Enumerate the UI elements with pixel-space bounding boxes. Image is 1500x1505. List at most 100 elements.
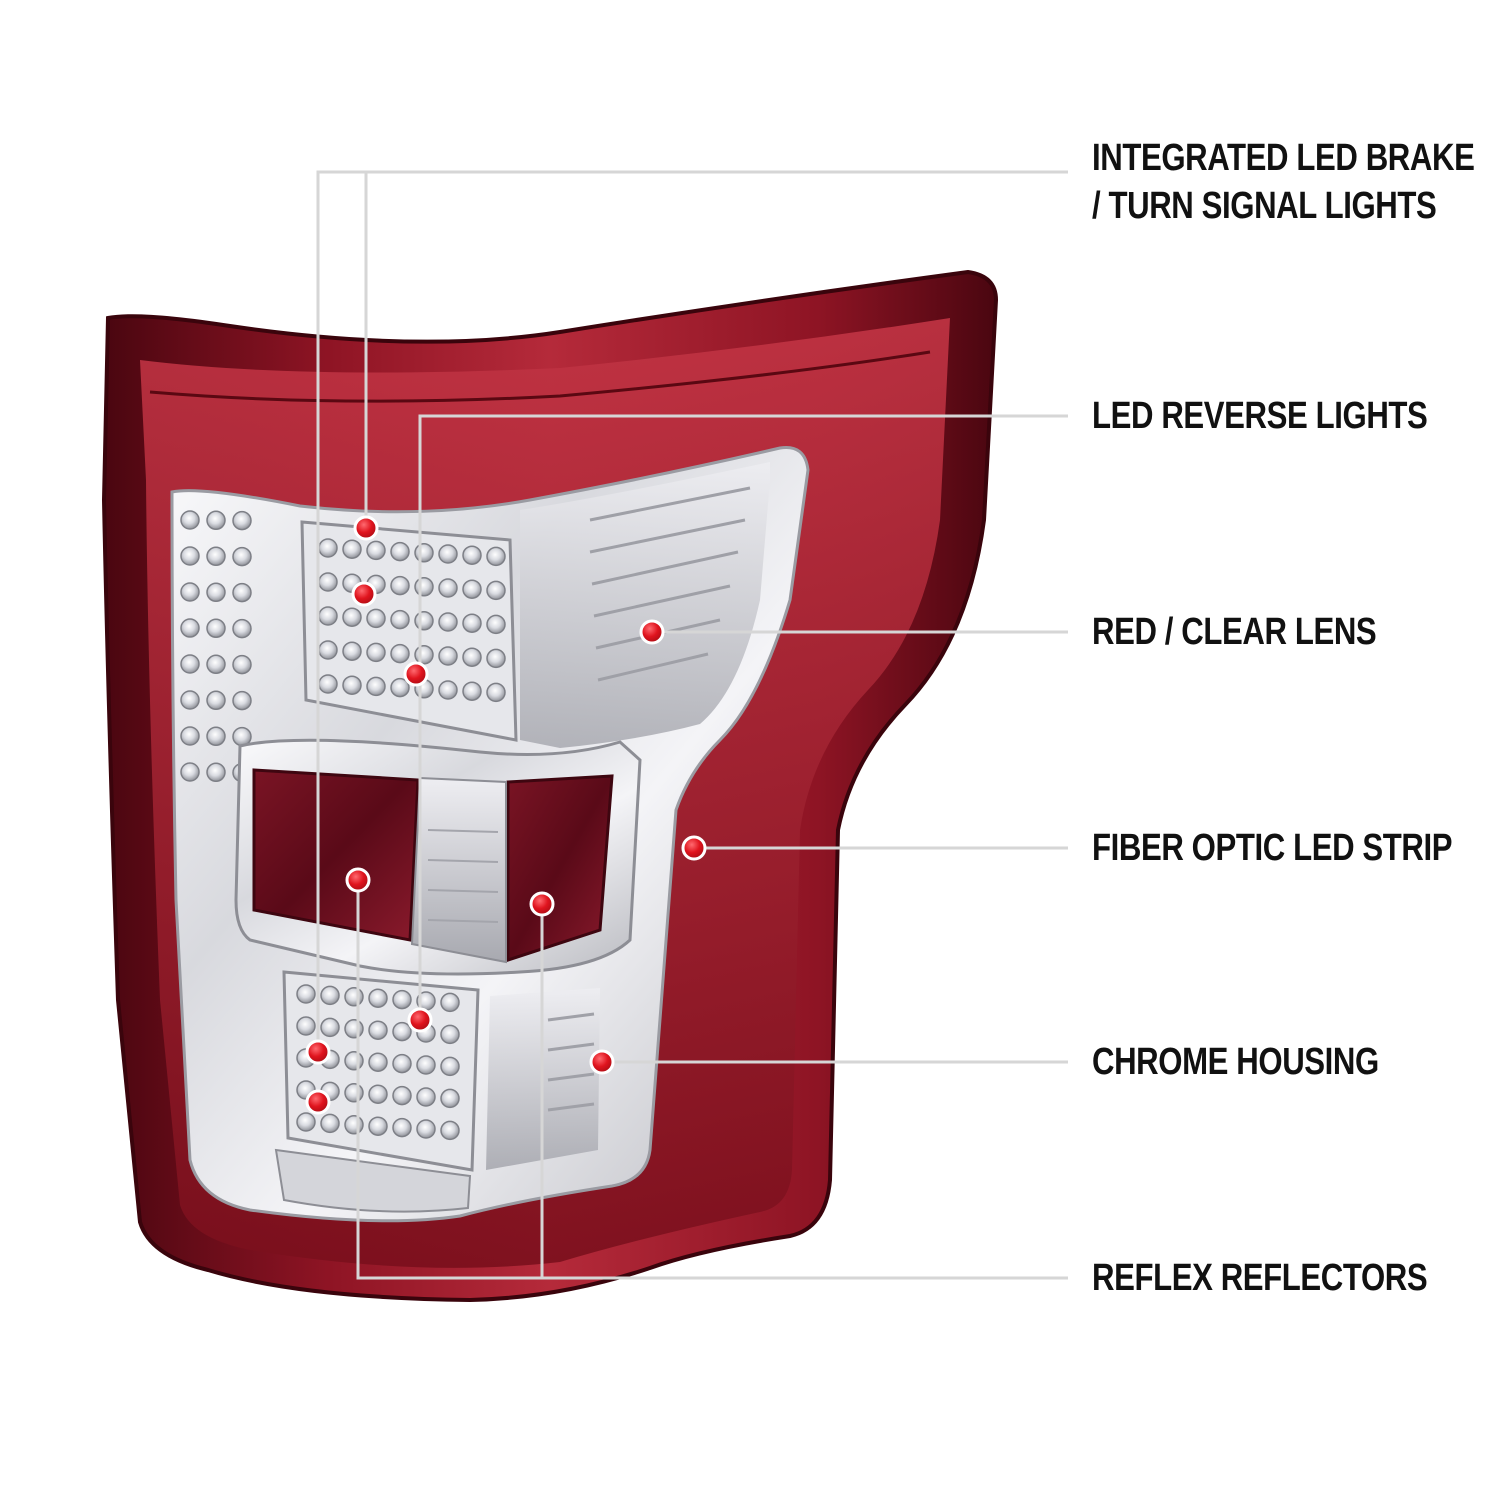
led-bulb <box>318 606 338 626</box>
led-bulb <box>368 988 388 1008</box>
led-bulb <box>180 618 200 638</box>
upper-led-array <box>318 538 506 703</box>
led-bulb <box>206 762 226 783</box>
led-bulb <box>390 609 410 630</box>
leader-reflex <box>356 880 1068 1280</box>
dot-reverse <box>407 1007 433 1033</box>
led-bulb <box>180 582 200 602</box>
led-bulb <box>368 1116 388 1136</box>
led-bulb <box>320 1017 340 1038</box>
led-bulb <box>486 648 506 669</box>
led-bulb <box>206 510 226 531</box>
led-bulb <box>206 690 226 711</box>
led-bulb <box>438 544 458 564</box>
led-bulb <box>462 647 482 667</box>
led-bulb <box>440 992 460 1013</box>
led-bulb <box>318 640 338 660</box>
callout-housing-line: CHROME HOUSING <box>1092 1041 1379 1083</box>
led-bulb <box>232 510 252 531</box>
dot-housing <box>589 1049 615 1075</box>
dot-fiber <box>681 835 707 861</box>
leader-lines <box>316 170 1068 1280</box>
callout-housing: CHROME HOUSING <box>1092 1038 1379 1086</box>
led-bulb <box>318 538 338 558</box>
dot-brake-2 <box>351 581 377 607</box>
led-bulb <box>180 690 200 710</box>
lower-fins <box>547 1012 595 1112</box>
led-bulb <box>414 645 434 665</box>
led-bulb <box>416 1087 436 1107</box>
led-bulb <box>206 726 226 747</box>
led-bulb <box>318 674 338 694</box>
dot-reflex-right <box>529 891 555 917</box>
led-bulb <box>440 1024 460 1045</box>
led-bulb <box>390 541 410 562</box>
led-bulb <box>318 572 338 592</box>
callout-reverse: LED REVERSE LIGHTS <box>1092 392 1428 440</box>
led-bulb <box>206 582 226 603</box>
reflex-reflector-right <box>506 774 614 963</box>
led-bulb <box>342 607 362 627</box>
dot-brake-1 <box>353 515 379 541</box>
led-bulb <box>462 613 482 633</box>
led-bulb <box>392 1117 412 1138</box>
led-bulb <box>462 579 482 599</box>
callout-lens: RED / CLEAR LENS <box>1092 608 1377 656</box>
led-bulb <box>390 677 410 698</box>
leader-brake-turn <box>316 170 1068 1048</box>
led-bulb <box>232 690 252 711</box>
callout-reverse-line: LED REVERSE LIGHTS <box>1092 395 1428 437</box>
led-bulb <box>206 654 226 675</box>
callout-fiber-line: FIBER OPTIC LED STRIP <box>1092 827 1453 869</box>
dot-brake-3 <box>403 661 429 687</box>
led-bulb <box>342 675 362 695</box>
led-bulb <box>296 1016 316 1036</box>
led-bulb <box>438 612 458 632</box>
led-bulb <box>486 546 506 567</box>
led-bulb <box>180 726 200 746</box>
led-bulb <box>232 618 252 639</box>
led-bulb <box>344 1115 364 1135</box>
led-bulb <box>390 575 410 596</box>
led-bulb <box>392 1021 412 1042</box>
callout-lens-line: RED / CLEAR LENS <box>1092 611 1377 653</box>
led-bulb <box>486 682 506 703</box>
led-bulb <box>366 676 386 697</box>
led-bulb <box>392 1053 412 1074</box>
led-bulb <box>206 618 226 639</box>
led-bulb <box>416 1119 436 1139</box>
led-bulb <box>390 643 410 664</box>
led-bulb <box>232 582 252 603</box>
led-bulb <box>486 580 506 601</box>
led-bulb <box>486 614 506 635</box>
led-bulb <box>438 646 458 666</box>
led-bulb <box>296 1112 316 1132</box>
led-bulb <box>440 1120 460 1141</box>
upper-fins <box>589 486 751 682</box>
led-bulb <box>344 1051 364 1071</box>
led-bulb <box>206 546 226 567</box>
left-led-cluster <box>180 510 252 783</box>
led-bulb <box>344 1083 364 1103</box>
led-bulb <box>416 1055 436 1075</box>
led-bulb <box>440 1056 460 1077</box>
leader-reverse <box>418 414 1068 1018</box>
led-bulb <box>232 546 252 567</box>
center-chrome-divider <box>410 776 507 964</box>
led-bulb <box>438 578 458 598</box>
led-bulb <box>180 654 200 674</box>
dot-brake-5 <box>305 1089 331 1115</box>
led-bulb <box>366 608 386 629</box>
led-bulb <box>232 654 252 675</box>
led-bulb <box>366 540 386 561</box>
led-bulb <box>320 1113 340 1134</box>
led-bulb <box>462 681 482 701</box>
led-bulb <box>180 510 200 530</box>
dot-reflex-left <box>345 867 371 893</box>
led-bulb <box>344 987 364 1007</box>
callout-reflex: REFLEX REFLECTORS <box>1092 1254 1428 1302</box>
callout-reflex-line: REFLEX REFLECTORS <box>1092 1257 1428 1299</box>
band-edge-line <box>149 350 931 403</box>
callout-brake-turn-line-2: / TURN SIGNAL LIGHTS <box>1092 185 1437 227</box>
